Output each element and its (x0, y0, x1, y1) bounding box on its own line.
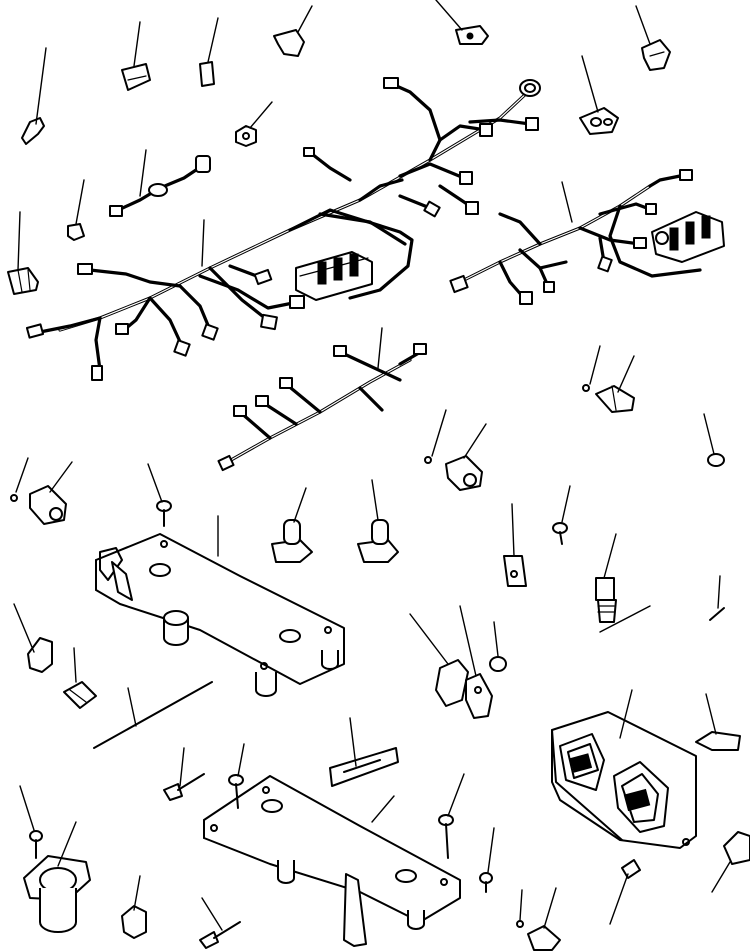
plate-tab (503, 503, 527, 587)
sensor-left (7, 211, 39, 295)
clamp-part-5 (435, 0, 489, 45)
spacer-plate (459, 605, 493, 719)
clamp-center (409, 613, 469, 707)
bolt-small-right (703, 413, 725, 467)
clip-part-2 (121, 21, 151, 91)
pressure-switch-center (424, 409, 487, 491)
bolt-bottom-center (199, 897, 241, 949)
bolt-controller (609, 859, 641, 925)
grommet (67, 179, 85, 241)
bracket-part-1 (21, 47, 47, 145)
temperature-sensor (595, 533, 651, 633)
rubber-mount-2 (357, 479, 399, 563)
bolt-long-center (228, 743, 245, 809)
bolt-long-left (163, 747, 205, 801)
bolt-plate-upper (147, 463, 172, 527)
sensor-left-mid (10, 457, 73, 525)
clip-bottom (121, 875, 147, 939)
connector-block-center (295, 251, 373, 301)
rubber-mount-1 (271, 487, 313, 563)
bracket-right (695, 693, 741, 751)
nut-center (489, 621, 507, 672)
wiring-harness-middle (217, 327, 427, 472)
bracket-part-7 (579, 55, 619, 135)
cable-tie (93, 681, 213, 749)
mounting-plate-upper (95, 515, 345, 697)
nut-part-8 (235, 101, 273, 147)
sensor-bottom (516, 887, 561, 951)
sensor-lead (109, 149, 211, 217)
mounting-plate-lower (203, 775, 461, 947)
wiring-harness-right (449, 169, 702, 305)
pin (552, 485, 571, 545)
bolt-short (479, 827, 495, 893)
clip-left (13, 603, 53, 673)
label-plate (329, 717, 399, 787)
bracket-part-6 (635, 5, 671, 71)
pressure-switch-right (582, 345, 635, 413)
bracket-part-4 (273, 5, 313, 57)
harness-connectors-upper (25, 77, 541, 381)
clip-right-lower (711, 831, 750, 893)
horn (23, 821, 91, 933)
bolt-bottom-left (19, 785, 43, 859)
clip-part-3 (199, 17, 219, 87)
connector-block-right (651, 211, 725, 263)
wiring-harness-upper (38, 82, 532, 372)
screw-right (709, 575, 725, 621)
bolt-left (63, 647, 97, 709)
controller-unit (551, 689, 697, 849)
bolt-long-right (438, 773, 465, 859)
